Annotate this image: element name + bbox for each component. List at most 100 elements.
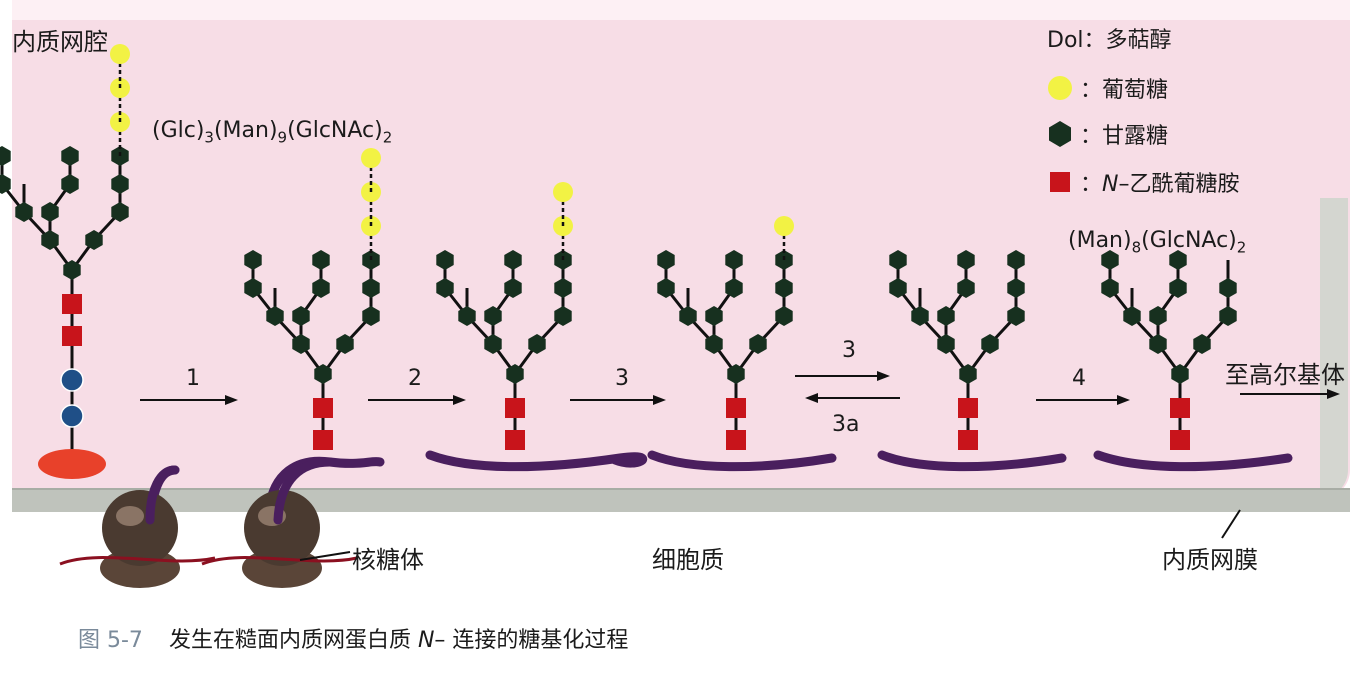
mannose-hexagon (504, 250, 522, 270)
mannose-hexagon (1169, 250, 1187, 270)
mannose-hexagon (1101, 278, 1119, 298)
mannose-hexagon (705, 306, 723, 326)
glcnac-square (313, 398, 333, 418)
glucose-circle-icon (1040, 73, 1080, 103)
lumen-top-shade (12, 0, 1350, 20)
legend-glucose-text: ：葡萄糖 (1080, 78, 1169, 103)
mannose-hexagon (504, 278, 522, 298)
mannose-hexagon (1171, 364, 1189, 384)
mannose-hexagon (1149, 306, 1167, 326)
arrow-step-1-head (225, 395, 238, 405)
step-3-label: 3 (615, 366, 629, 391)
mannose-hexagon (61, 174, 79, 194)
er-membrane (12, 488, 1350, 512)
label-er-lumen: 内质网腔 (12, 28, 108, 56)
arrow-step-4-head (1117, 395, 1130, 405)
er-lumen (12, 0, 1350, 498)
pi-circle (60, 368, 84, 392)
step-3a-reverse-label: 3a (832, 412, 860, 437)
glcnac-square (505, 430, 525, 450)
legend-glcnac-text: ：N–乙酰葡糖胺 (1080, 172, 1240, 197)
mannose-hexagon (657, 250, 675, 270)
mannose-hexagon (937, 306, 955, 326)
glcnac-square (726, 398, 746, 418)
mrna-strand (59, 556, 216, 566)
glcnac-square (505, 398, 525, 418)
mannose-hexagon (725, 278, 743, 298)
mannose-hexagon (937, 334, 955, 354)
mannose-hexagon (63, 260, 81, 280)
mannose-hexagon (679, 306, 697, 326)
mannose-hexagon (528, 334, 546, 354)
arrow-to-golgi-head (1327, 389, 1340, 399)
mannose-hexagon (362, 278, 380, 298)
pi-circle (60, 404, 84, 428)
mannose-hexagon (0, 146, 11, 166)
mannose-hexagon (41, 202, 59, 222)
protein-chain-4 (877, 450, 1067, 472)
glcnac-square (1170, 430, 1190, 450)
glcnac-square (958, 430, 978, 450)
mannose-hexagon (1007, 250, 1025, 270)
mannose-hexagon (554, 306, 572, 326)
protein-chain-2 (425, 450, 648, 472)
step-2-label: 2 (408, 366, 422, 391)
mannose-hexagon (292, 334, 310, 354)
glcnac-square-icon (1040, 167, 1080, 197)
mannose-hexagon (749, 334, 767, 354)
mannose-hexagon (1007, 278, 1025, 298)
legend-mannose: ：甘露糖 (1040, 118, 1168, 150)
mrna-strand (201, 556, 358, 566)
mannose-hexagon (436, 278, 454, 298)
mannose-hexagon (1149, 334, 1167, 354)
mannose-hexagon (312, 278, 330, 298)
mannose-hexagon (244, 250, 262, 270)
protein-chain-0-top (145, 465, 180, 525)
mannose-hexagon (1219, 306, 1237, 326)
mannose-hexagon (41, 230, 59, 250)
mannose-hexagon (1169, 278, 1187, 298)
mannose-hexagon (727, 364, 745, 384)
step-1-label: 1 (186, 366, 200, 391)
mannose-hexagon (111, 174, 129, 194)
mannose-hexagon (312, 250, 330, 270)
arrow-step-2-head (453, 395, 466, 405)
glcnac-square (726, 430, 746, 450)
glucose-circle (110, 44, 130, 64)
protein-chain-5 (1093, 450, 1293, 472)
formula-man8-glcnac2: (Man)8(GlcNAc)2 (1068, 228, 1247, 257)
mannose-hexagon (957, 250, 975, 270)
ribosome-pointer-line (299, 551, 351, 561)
mannose-hexagon (657, 278, 675, 298)
mannose-hexagon (1193, 334, 1211, 354)
mannose-hexagon (911, 306, 929, 326)
mannose-hexagon (725, 250, 743, 270)
glcnac-square (313, 430, 333, 450)
mannose-hexagon (336, 334, 354, 354)
arrow-step-3-forward-head (877, 371, 890, 381)
glcnac-square (62, 326, 82, 346)
glucose-circle (553, 182, 573, 202)
mannose-hexagon (292, 306, 310, 326)
mannose-hexagon (244, 278, 262, 298)
mannose-hexagon (959, 364, 977, 384)
ribosome-highlight (116, 506, 144, 526)
glucose-circle (361, 148, 381, 168)
mannose-hexagon (506, 364, 524, 384)
mannose-hexagon (484, 334, 502, 354)
legend-mannose-text: ：甘露糖 (1080, 124, 1169, 149)
mannose-hexagon (889, 250, 907, 270)
mannose-hexagon (889, 278, 907, 298)
mannose-hexagon (15, 202, 33, 222)
legend-dol: Dol：多萜醇 (1047, 28, 1172, 53)
mannose-hexagon (85, 230, 103, 250)
label-er-membrane: 内质网膜 (1162, 546, 1258, 574)
mannose-hexagon-icon (1040, 119, 1080, 149)
mannose-hexagon (111, 202, 129, 222)
mannose-hexagon (436, 250, 454, 270)
legend-glucose: ：葡萄糖 (1040, 72, 1168, 104)
membrane-pointer-line (1221, 509, 1241, 539)
glucose-circle (774, 216, 794, 236)
label-cytosol: 细胞质 (652, 546, 724, 574)
